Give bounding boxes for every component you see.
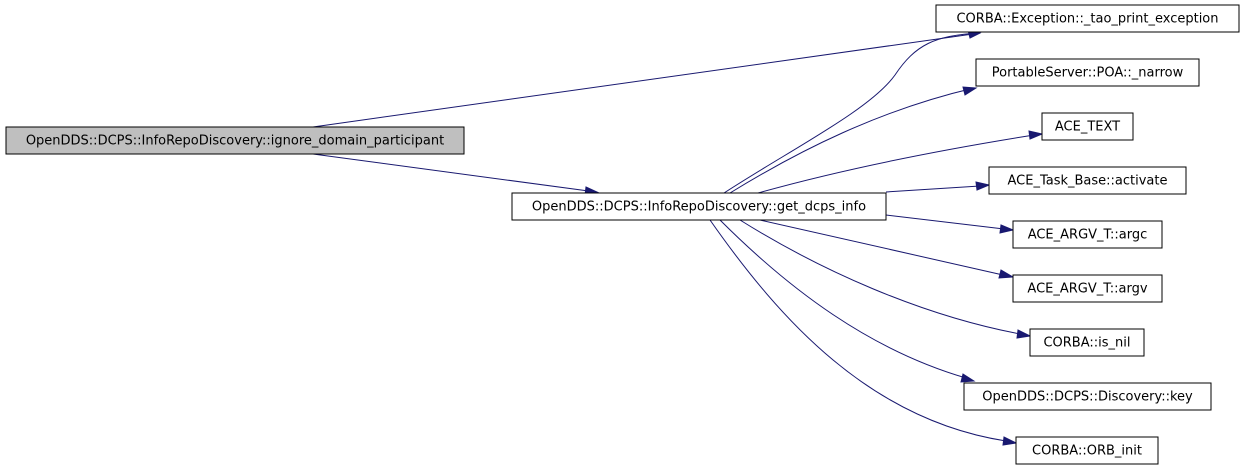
node-label: CORBA::Exception::_tao_print_exception <box>956 12 1218 27</box>
edges <box>312 29 1044 446</box>
node-tao-print-exception[interactable]: CORBA::Exception::_tao_print_exception <box>935 4 1240 33</box>
edge-get-dcps-info-to-narrow <box>729 87 975 194</box>
edge-get-dcps-info-to-argc <box>885 214 1005 230</box>
edge-root-to-tao-print-exception <box>312 32 981 128</box>
edge-get-dcps-info-to-orb-init <box>709 219 1007 442</box>
node-ace-argv-argv[interactable]: ACE_ARGV_T::argv <box>1012 274 1163 303</box>
arrowhead-icon <box>1028 130 1044 140</box>
node-label: ACE_Task_Base::activate <box>1007 174 1167 189</box>
edge-root-to-get-dcps-info <box>312 153 597 193</box>
node-label: OpenDDS::DCPS::Discovery::key <box>982 390 1193 405</box>
arrowhead-icon <box>962 86 978 96</box>
node-poa-narrow[interactable]: PortableServer::POA::_narrow <box>975 58 1200 87</box>
node-label: ACE_ARGV_T::argv <box>1027 282 1147 297</box>
edge-get-dcps-info-to-tao-print-exception <box>723 32 981 194</box>
node-ace-task-base-activate[interactable]: ACE_Task_Base::activate <box>988 166 1187 195</box>
node-get-dcps-info[interactable]: OpenDDS::DCPS::InfoRepoDiscovery::get_dc… <box>511 192 887 221</box>
node-label: OpenDDS::DCPS::InfoRepoDiscovery::get_dc… <box>532 200 866 215</box>
node-corba-is-nil[interactable]: CORBA::is_nil <box>1029 328 1145 357</box>
arrowhead-icon <box>998 269 1015 279</box>
node-ace-argv-argc[interactable]: ACE_ARGV_T::argc <box>1012 220 1163 249</box>
edge-get-dcps-info-to-ace-text <box>757 134 1035 194</box>
arrowhead-icon <box>999 224 1015 234</box>
arrowhead-icon <box>975 181 991 191</box>
edge-get-dcps-info-to-is-nil <box>739 219 1021 335</box>
node-label: ACE_ARGV_T::argc <box>1028 228 1148 243</box>
node-ignore-domain-participant[interactable]: OpenDDS::DCPS::InfoRepoDiscovery::ignore… <box>5 126 465 155</box>
node-ace-text[interactable]: ACE_TEXT <box>1041 112 1134 141</box>
node-label: CORBA::is_nil <box>1043 336 1130 351</box>
node-label: ACE_TEXT <box>1055 120 1120 135</box>
arrowhead-icon <box>960 373 976 383</box>
node-label: OpenDDS::DCPS::InfoRepoDiscovery::ignore… <box>26 134 444 149</box>
node-corba-orb-init[interactable]: CORBA::ORB_init <box>1015 436 1159 465</box>
edge-get-dcps-info-to-argv <box>759 219 1004 276</box>
node-label: CORBA::ORB_init <box>1032 444 1142 459</box>
node-label: PortableServer::POA::_narrow <box>992 66 1184 81</box>
arrowhead-icon <box>1016 329 1032 339</box>
arrowhead-icon <box>1002 436 1018 446</box>
edge-get-dcps-info-to-key <box>719 219 967 379</box>
node-discovery-key[interactable]: OpenDDS::DCPS::Discovery::key <box>963 382 1212 411</box>
edge-get-dcps-info-to-activate <box>885 185 981 193</box>
